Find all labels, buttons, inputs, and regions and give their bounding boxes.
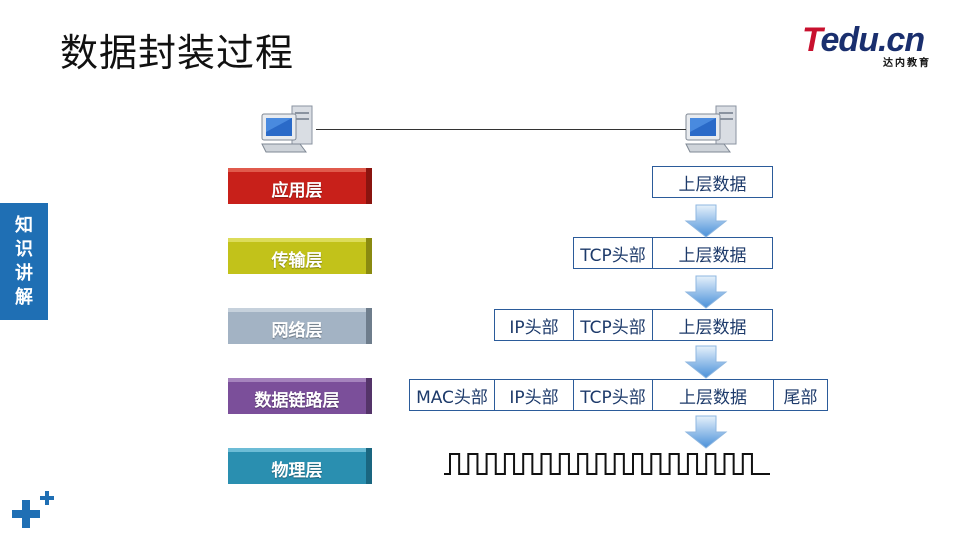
layer-label: 物理层 <box>228 452 366 484</box>
side-tab-char: 解 <box>15 286 33 308</box>
layer-top <box>228 308 372 313</box>
upper-data-cell: 上层数据 <box>652 309 773 341</box>
ip-header-cell: IP头部 <box>494 309 574 341</box>
logo-subtitle: 达内教育 <box>883 58 931 69</box>
signal-waveform <box>444 453 770 475</box>
tcp-header-cell: TCP头部 <box>573 237 653 269</box>
down-arrow-icon <box>684 415 728 449</box>
knowledge-tab: 知 识 讲 解 <box>0 203 48 320</box>
tedu-logo: Tedu.cn 达内教育 <box>802 21 931 69</box>
upper-data-cell: 上层数据 <box>652 166 773 198</box>
down-arrow-icon <box>684 275 728 309</box>
down-arrow-icon <box>684 204 728 238</box>
mac-header-cell: MAC头部 <box>409 379 495 411</box>
page-title: 数据封装过程 <box>60 31 295 75</box>
side-tab-char: 知 <box>15 214 33 236</box>
plus-icon <box>12 491 54 528</box>
trailer-cell: 尾部 <box>773 379 828 411</box>
tcp-header-cell: TCP头部 <box>573 309 653 341</box>
layer-label: 应用层 <box>228 172 366 204</box>
layer-datalink: 数据链路层 <box>228 378 372 414</box>
upper-data-cell: 上层数据 <box>652 237 773 269</box>
layer-physical: 物理层 <box>228 448 372 484</box>
layer-side <box>366 378 372 414</box>
layer-network: 网络层 <box>228 308 372 344</box>
side-tab-char: 讲 <box>15 262 33 284</box>
layer-top <box>228 448 372 453</box>
down-arrow-icon <box>684 345 728 379</box>
tcp-header-cell: TCP头部 <box>573 379 653 411</box>
computer-icon <box>261 105 313 153</box>
layer-top <box>228 238 372 243</box>
layer-top <box>228 168 372 173</box>
layer-side <box>366 308 372 344</box>
side-tab-char: 识 <box>15 238 33 260</box>
network-link-line <box>316 129 686 130</box>
layer-transport: 传输层 <box>228 238 372 274</box>
layer-side <box>366 448 372 484</box>
layer-label: 传输层 <box>228 242 366 274</box>
ip-header-cell: IP头部 <box>494 379 574 411</box>
layer-label: 网络层 <box>228 312 366 344</box>
layer-top <box>228 378 372 383</box>
layer-side <box>366 238 372 274</box>
computer-icon <box>685 105 737 153</box>
layer-application: 应用层 <box>228 168 372 204</box>
layer-side <box>366 168 372 204</box>
layer-label: 数据链路层 <box>228 382 366 414</box>
upper-data-cell: 上层数据 <box>652 379 774 411</box>
